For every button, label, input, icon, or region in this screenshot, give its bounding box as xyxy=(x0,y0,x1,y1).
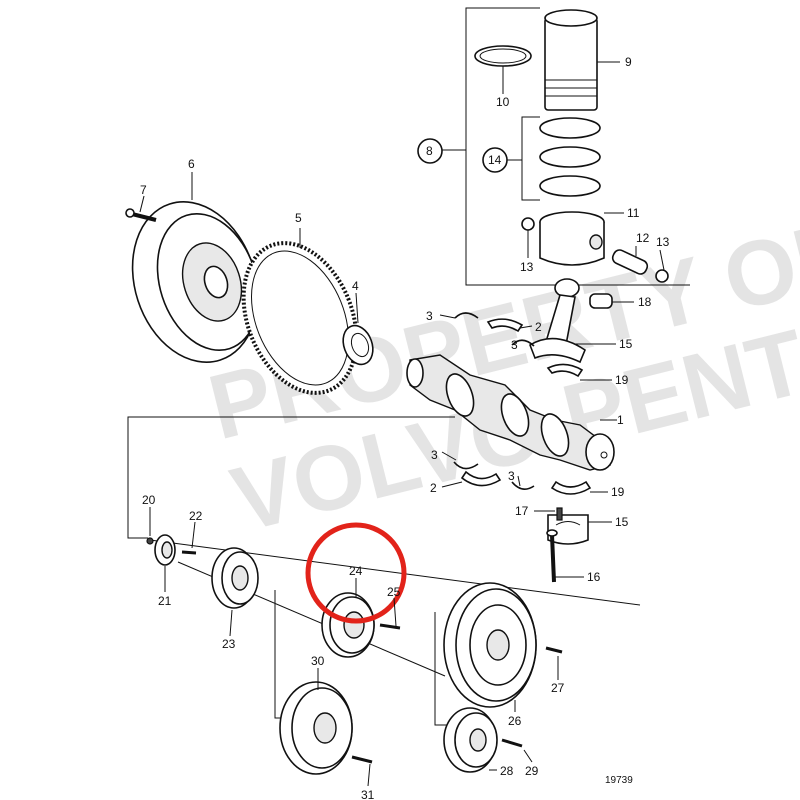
label-2b: 2 xyxy=(430,481,437,495)
piston-pin xyxy=(611,249,649,275)
thrust-washers xyxy=(453,312,535,490)
label-27: 27 xyxy=(551,681,565,695)
label-3a: 3 xyxy=(426,309,433,323)
bolt-31 xyxy=(351,755,373,764)
label-21: 21 xyxy=(158,594,172,608)
label-18: 18 xyxy=(638,295,652,309)
cylinder-liner xyxy=(544,9,598,111)
label-2a: 2 xyxy=(535,320,542,334)
circlip-left xyxy=(521,217,535,231)
vibration-damper-24 xyxy=(321,592,375,658)
bolt-25 xyxy=(379,623,401,630)
label-3d: 3 xyxy=(508,469,515,483)
bolt-27 xyxy=(545,646,563,654)
label-16: 16 xyxy=(587,570,601,584)
pulley-30 xyxy=(279,681,353,775)
bolt-29 xyxy=(501,738,523,748)
label-19b: 19 xyxy=(611,485,625,499)
bushing xyxy=(589,293,613,309)
label-5: 5 xyxy=(295,211,302,225)
label-17: 17 xyxy=(515,504,529,518)
label-13b: 13 xyxy=(656,235,670,249)
label-23: 23 xyxy=(222,637,236,651)
label-20: 20 xyxy=(142,493,156,507)
label-10: 10 xyxy=(496,95,510,109)
label-12: 12 xyxy=(636,231,650,245)
hub-flange xyxy=(154,534,176,566)
connecting-rod xyxy=(529,278,586,364)
label-11: 11 xyxy=(627,206,640,220)
callout-circle-8 xyxy=(417,138,443,164)
rear-seal xyxy=(342,324,374,366)
label-31: 31 xyxy=(361,788,375,800)
label-30: 30 xyxy=(311,654,325,668)
leader-lines xyxy=(139,61,665,787)
label-3c: 3 xyxy=(431,448,438,462)
flywheel-bolt xyxy=(125,208,157,222)
label-9: 9 xyxy=(625,55,632,69)
circlip-right xyxy=(655,269,669,283)
callout-circle-14 xyxy=(482,147,508,173)
diagram-number: 19739 xyxy=(605,775,633,786)
crankshaft xyxy=(406,354,615,471)
ring-gear xyxy=(241,241,359,395)
label-25: 25 xyxy=(387,585,401,599)
label-15b: 15 xyxy=(615,515,629,529)
label-29: 29 xyxy=(525,764,539,778)
label-26: 26 xyxy=(508,714,522,728)
pin xyxy=(146,537,154,545)
label-8: 8 xyxy=(426,144,433,158)
part-labels: 1 2 2 3 3 3 3 4 5 6 7 8 9 10 11 12 13 13… xyxy=(140,55,670,800)
label-1: 1 xyxy=(617,413,624,427)
label-19a: 19 xyxy=(615,373,629,387)
pulley-28 xyxy=(443,707,498,773)
label-7: 7 xyxy=(140,183,147,197)
label-13a: 13 xyxy=(520,260,534,274)
label-24: 24 xyxy=(349,564,363,578)
rod-bolt xyxy=(546,529,558,583)
label-22: 22 xyxy=(189,509,203,523)
main-bearing-shells xyxy=(460,318,592,495)
piston-rings xyxy=(507,116,601,201)
label-15a: 15 xyxy=(619,337,633,351)
hub-bolt xyxy=(181,550,197,555)
label-3b: 3 xyxy=(511,338,518,352)
rod-cap xyxy=(547,514,589,545)
seal-ring xyxy=(474,45,532,67)
crank-pulley-26 xyxy=(443,582,537,708)
flywheel xyxy=(131,201,260,363)
label-6: 6 xyxy=(188,157,195,171)
pulley-23 xyxy=(211,547,259,609)
label-28: 28 xyxy=(500,764,514,778)
label-14: 14 xyxy=(488,153,502,167)
highlight-circle xyxy=(305,522,407,624)
dowel-pin xyxy=(556,507,563,521)
piston xyxy=(539,211,605,266)
label-4: 4 xyxy=(352,279,359,293)
